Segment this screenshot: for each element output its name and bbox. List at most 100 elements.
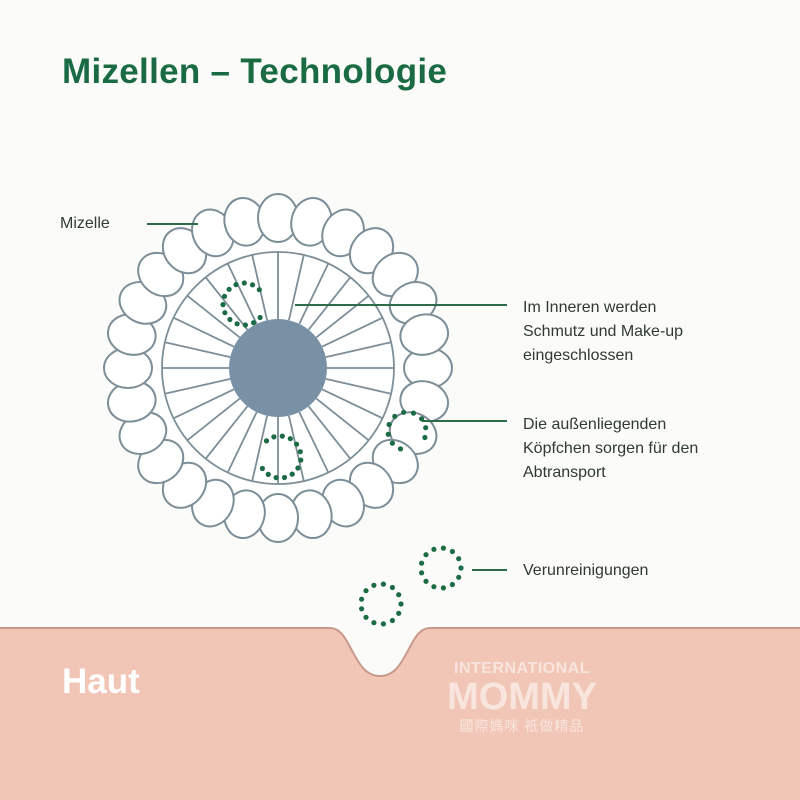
label-inner-line: Im Inneren werden [523, 299, 657, 316]
dirt-dot [419, 570, 425, 576]
dirt-dot [456, 556, 462, 562]
micelle-tail [298, 263, 330, 325]
dirt-dot [363, 588, 369, 594]
dirt-dot [401, 409, 407, 415]
dirt-dot [241, 280, 247, 286]
micelle-tail [226, 263, 258, 325]
dirt-dot [398, 601, 404, 607]
micelle-tail [325, 378, 392, 395]
dirt-dot [422, 434, 428, 441]
watermark-line: INTERNATIONAL [454, 660, 590, 677]
dirt-dot [397, 446, 404, 452]
dirt-dot [227, 316, 233, 323]
dirt-dot [226, 286, 232, 292]
micelle-heads [103, 193, 453, 543]
dirt-dot [392, 413, 398, 419]
dirt-dot [279, 433, 285, 439]
micelle-tails [162, 252, 394, 484]
dirt-dot [297, 449, 303, 455]
micelle-core [229, 319, 327, 417]
dirt-dot [294, 441, 300, 447]
skin-layer [0, 628, 800, 800]
dirt-dot [423, 578, 429, 584]
micelle-tail [307, 405, 352, 460]
micelle-tail [315, 294, 370, 339]
dirt-dot [389, 617, 395, 624]
label-impurities: Verunreinigungen [523, 562, 649, 579]
dirt-dot [371, 582, 377, 588]
dirt-dot [273, 475, 279, 481]
dirt-dot [257, 314, 263, 321]
dirt-dot [371, 620, 377, 626]
micelle-tail [298, 411, 330, 473]
dirt-dot [385, 431, 391, 437]
dirt-dot [423, 425, 429, 431]
micelle-tail [226, 411, 258, 473]
dirt-dot [256, 287, 262, 293]
micelle-tail [173, 316, 235, 348]
dirt-dot [271, 434, 277, 440]
dirt-dot [359, 596, 365, 602]
dirt-dot [396, 592, 402, 598]
dirt-dot [386, 421, 392, 428]
dirt-dot [419, 560, 425, 566]
micelle-tail [307, 276, 352, 331]
dirt-dot [396, 610, 402, 616]
watermark-line: 國際媽咪 祇做精品 [459, 718, 585, 734]
micelle-tail [204, 276, 249, 331]
dirt-dot [380, 621, 386, 627]
micelle-head [399, 313, 450, 356]
dirt-dot [410, 410, 417, 416]
dirt-dot [431, 546, 437, 552]
dirt-dot [449, 548, 455, 555]
dirt-dot [295, 465, 301, 471]
micelle-tail [186, 397, 241, 442]
micelle-tail [173, 388, 235, 420]
micelle-tail [186, 294, 241, 339]
label-heads-line: Die außenliegenden [523, 416, 667, 433]
label-heads-line: Köpfchen sorgen für den [523, 440, 699, 457]
dirt-dot [431, 584, 437, 590]
micelle-tail [325, 341, 392, 358]
dirt-dot [289, 471, 295, 477]
micelle-tail [164, 378, 231, 395]
dirt-dot [363, 614, 369, 620]
dirt-dot [380, 581, 386, 587]
skin-label: Haut [62, 662, 140, 701]
label-heads: Die außenliegenden Köpfchen sorgen für d… [523, 413, 698, 485]
dirt-dot [440, 545, 446, 551]
micelle-tail [321, 388, 383, 420]
dirt-dot [458, 565, 464, 571]
dirt-dot [359, 606, 365, 612]
label-heads-line: Abtransport [523, 464, 606, 481]
dirt-dot [456, 574, 462, 580]
dirt-dot [389, 584, 395, 591]
dirt-dot [242, 322, 248, 328]
micelle-tail [251, 415, 268, 482]
dirt-dot [298, 457, 304, 463]
micelle-tail [315, 397, 370, 442]
dirt-dot [287, 436, 293, 442]
dirt-dot [265, 471, 271, 477]
micelle-tail [321, 316, 383, 348]
skin-surface-line [0, 627, 800, 678]
dirt-dot [440, 585, 446, 591]
watermark-line: MOMMY [447, 676, 597, 718]
watermark-logo: INTERNATIONAL MOMMY 國際媽咪 祇做精品 [437, 660, 607, 736]
dirt-dot [234, 321, 240, 327]
dirt-dot [259, 465, 265, 472]
micelle-tail [288, 254, 305, 321]
dirt-particles [220, 280, 464, 627]
dirt-dot [423, 552, 429, 558]
page-title: Mizellen – Technologie [62, 52, 448, 91]
dirt-dot [249, 282, 256, 288]
dirt-dot [281, 474, 288, 481]
micelle-tail [204, 405, 249, 460]
dirt-dot [233, 282, 239, 288]
dirt-dot [250, 320, 257, 326]
dirt-dot [263, 438, 270, 444]
label-mizelle: Mizelle [60, 215, 110, 232]
dirt-dot [449, 581, 455, 588]
dirt-dot [389, 440, 395, 446]
